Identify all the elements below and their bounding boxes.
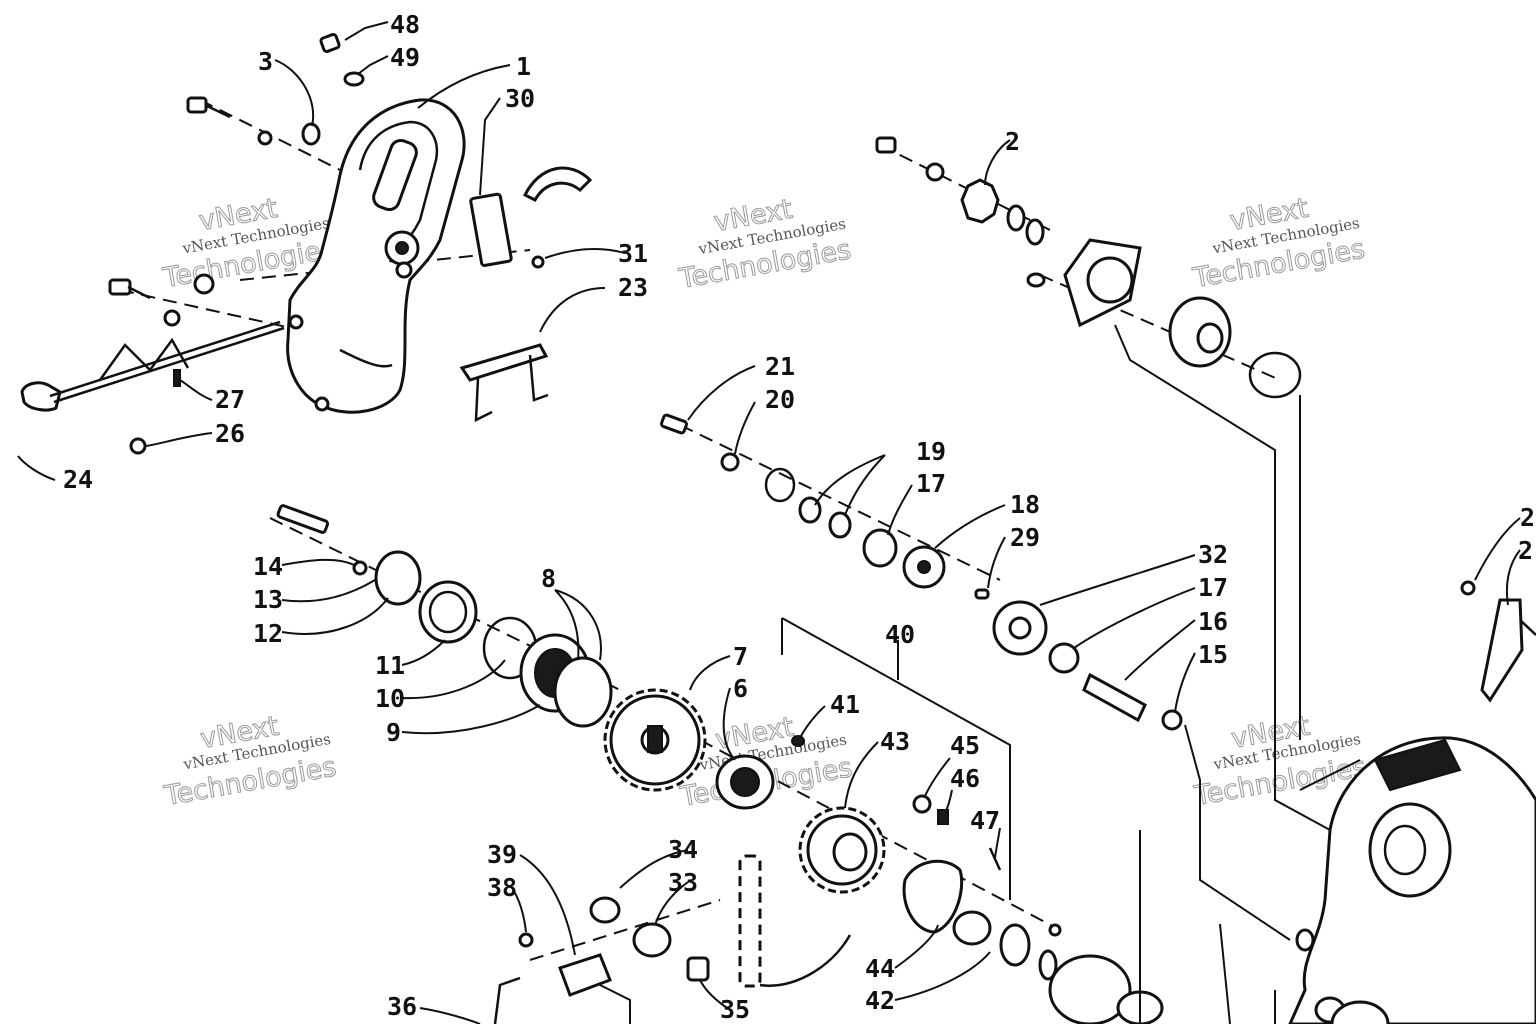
callout-1: 1 [516, 52, 531, 81]
callout-24: 24 [63, 465, 93, 494]
callout-18: 18 [1010, 490, 1040, 519]
group-brackets [599, 324, 1361, 1024]
callout-45: 45 [950, 731, 980, 760]
callout-15: 15 [1198, 640, 1228, 669]
callout-27: 27 [215, 385, 245, 414]
callout-30: 30 [505, 84, 535, 113]
callout-3: 3 [258, 47, 273, 76]
callout-26: 26 [215, 419, 245, 448]
right-chaincase [1288, 736, 1536, 1024]
callout-9: 9 [386, 718, 401, 747]
callout-33: 33 [668, 868, 698, 897]
callout-13: 13 [253, 585, 283, 614]
callout-7: 7 [733, 642, 748, 671]
watermark-top-right: vNext vNext Technologies Technologies [1190, 192, 1368, 295]
watermark-top-center: vNext vNext Technologies Technologies [676, 193, 854, 295]
callout-41: 41 [830, 690, 860, 719]
callout-12: 12 [253, 619, 283, 648]
callout-17a: 17 [916, 469, 946, 498]
upper-right-shaft-assembly [875, 136, 1302, 399]
cover-plate-30 [469, 192, 513, 267]
chaincase-cover [286, 98, 466, 414]
callout-21: 21 [765, 352, 795, 381]
watermark-bottom-left: vNext vNext Technologies Technologies [161, 710, 339, 812]
strap [522, 166, 593, 202]
callout-20: 20 [765, 385, 795, 414]
leader-lines [17, 21, 1521, 1024]
callout-right-2b: 2 [1518, 536, 1533, 565]
callout-38: 38 [487, 873, 517, 902]
middle-shaft-parts [660, 413, 1183, 731]
callout-46: 46 [950, 764, 980, 793]
callout-44: 44 [865, 954, 895, 983]
callout-labels: 48 49 3 1 30 31 23 27 26 24 2 21 20 19 1… [63, 10, 1535, 1024]
hub-assembly [902, 859, 1164, 1024]
callout-19: 19 [916, 437, 946, 466]
callout-17b: 17 [1198, 573, 1228, 602]
callout-49: 49 [390, 43, 420, 72]
callout-8: 8 [541, 564, 556, 593]
callout-39: 39 [487, 840, 517, 869]
callout-10: 10 [375, 684, 405, 713]
small-hardware-center [791, 735, 1002, 871]
right-edge-parts [1460, 580, 1536, 703]
callout-right-2a: 2 [1520, 503, 1535, 532]
drive-chain [738, 854, 852, 988]
callout-29: 29 [1010, 523, 1040, 552]
callout-31: 31 [618, 239, 648, 268]
callout-2: 2 [1005, 127, 1020, 156]
upper-left-hardware [108, 33, 365, 455]
screw-31 [531, 255, 545, 269]
bracket-23 [459, 343, 549, 423]
callout-40: 40 [885, 620, 915, 649]
callout-16: 16 [1198, 607, 1228, 636]
needle-bearing-6 [715, 754, 775, 810]
callout-36: 36 [387, 992, 417, 1021]
large-sprocket-7 [603, 688, 707, 792]
callout-32: 32 [1198, 540, 1228, 569]
callout-34: 34 [668, 835, 698, 864]
callout-42: 42 [865, 986, 895, 1015]
callout-47: 47 [970, 806, 1000, 835]
callout-6: 6 [733, 674, 748, 703]
brake-rod [20, 320, 285, 412]
clutch-stack [276, 504, 613, 728]
callout-23: 23 [618, 273, 648, 302]
callout-48: 48 [390, 10, 420, 39]
callout-35: 35 [720, 995, 750, 1024]
lower-left-hardware [493, 896, 710, 1024]
callout-43: 43 [880, 727, 910, 756]
callout-11: 11 [375, 651, 405, 680]
sprocket-43 [798, 806, 886, 894]
callout-14: 14 [253, 552, 283, 581]
